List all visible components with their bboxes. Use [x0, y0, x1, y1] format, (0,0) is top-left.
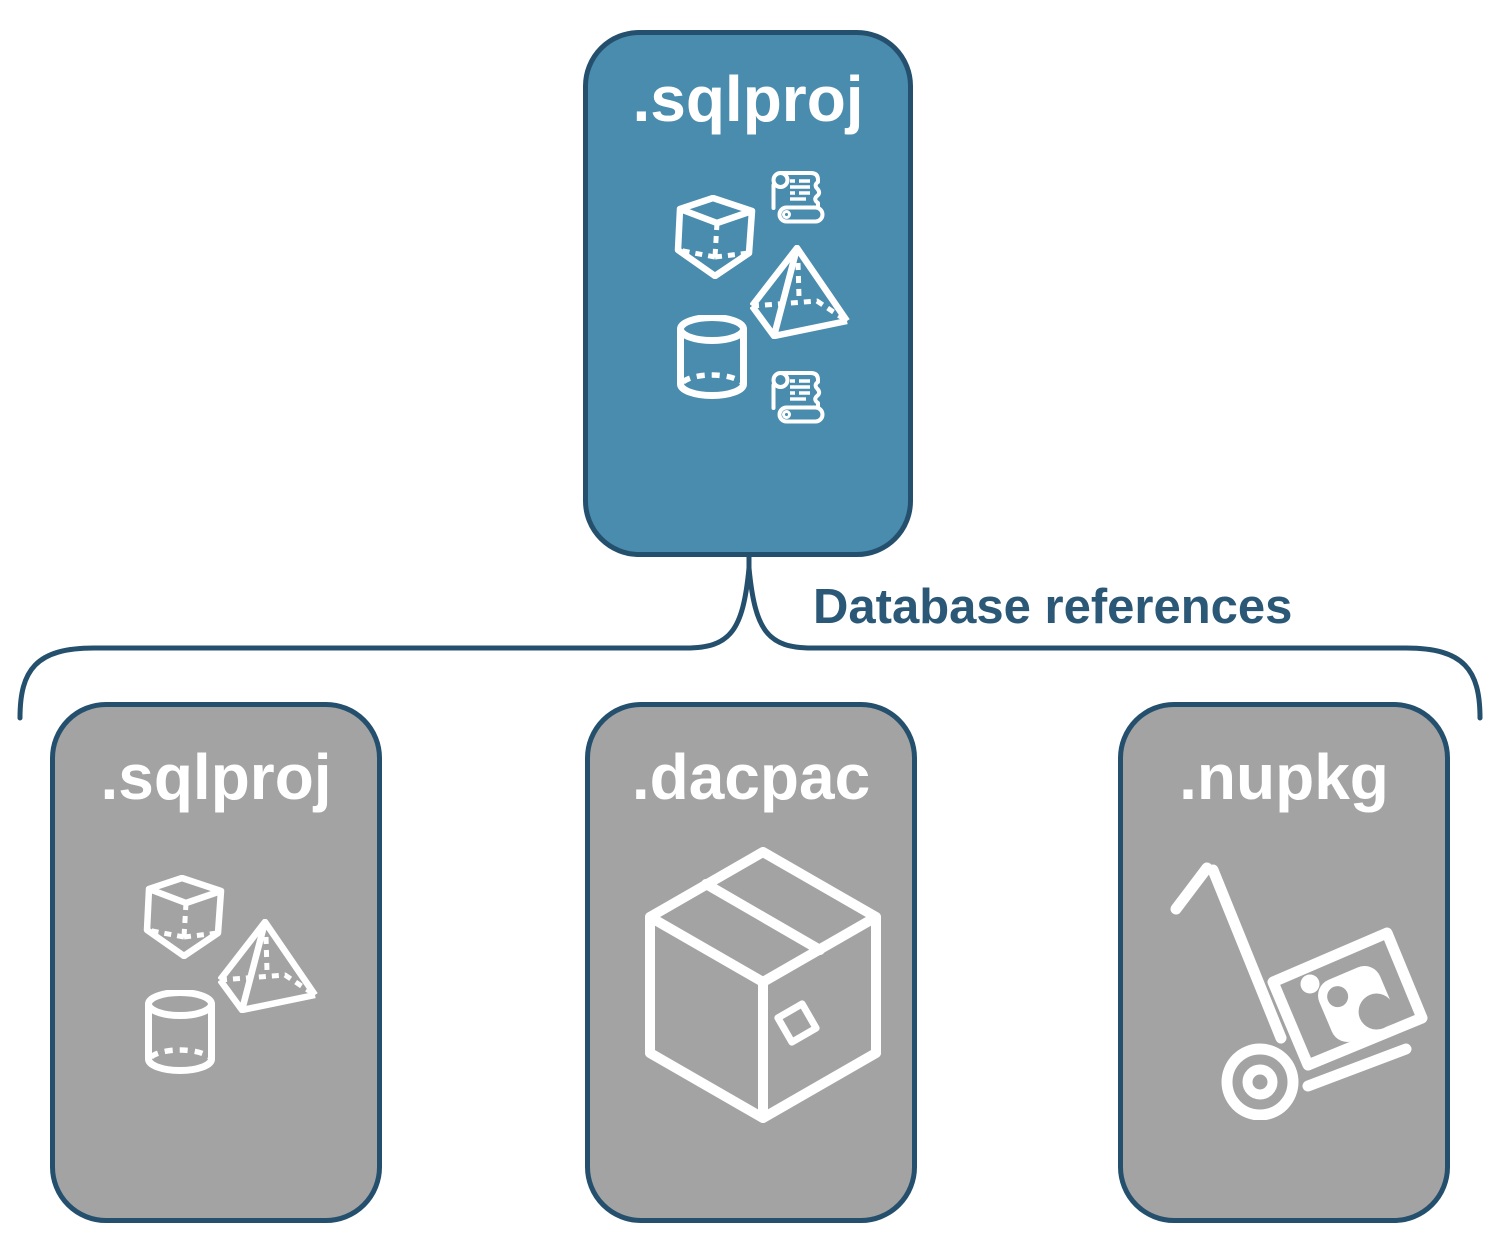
cylinder-icon: [145, 990, 215, 1074]
scroll-icon: [770, 170, 826, 224]
hand-truck-package-icon: [1170, 860, 1430, 1120]
child-node-nupkg: .nupkg: [1118, 702, 1450, 1223]
cube-icon: [142, 875, 228, 959]
child-node-sqlproj: .sqlproj: [50, 702, 382, 1223]
child-node-title: .sqlproj: [100, 741, 332, 813]
cube-icon: [673, 195, 759, 279]
child-node-title: .nupkg: [1179, 741, 1389, 813]
cylinder-icon: [677, 315, 747, 399]
parent-node-sqlproj: .sqlproj: [583, 30, 913, 557]
scroll-icon: [770, 370, 826, 424]
child-node-dacpac: .dacpac: [585, 702, 917, 1223]
parent-node-title: .sqlproj: [632, 63, 864, 135]
pyramid-icon: [750, 245, 850, 339]
connector-label: Database references: [813, 580, 1293, 634]
pyramid-icon: [218, 919, 318, 1013]
package-box-icon: [645, 847, 881, 1123]
child-node-title: .dacpac: [631, 741, 871, 813]
